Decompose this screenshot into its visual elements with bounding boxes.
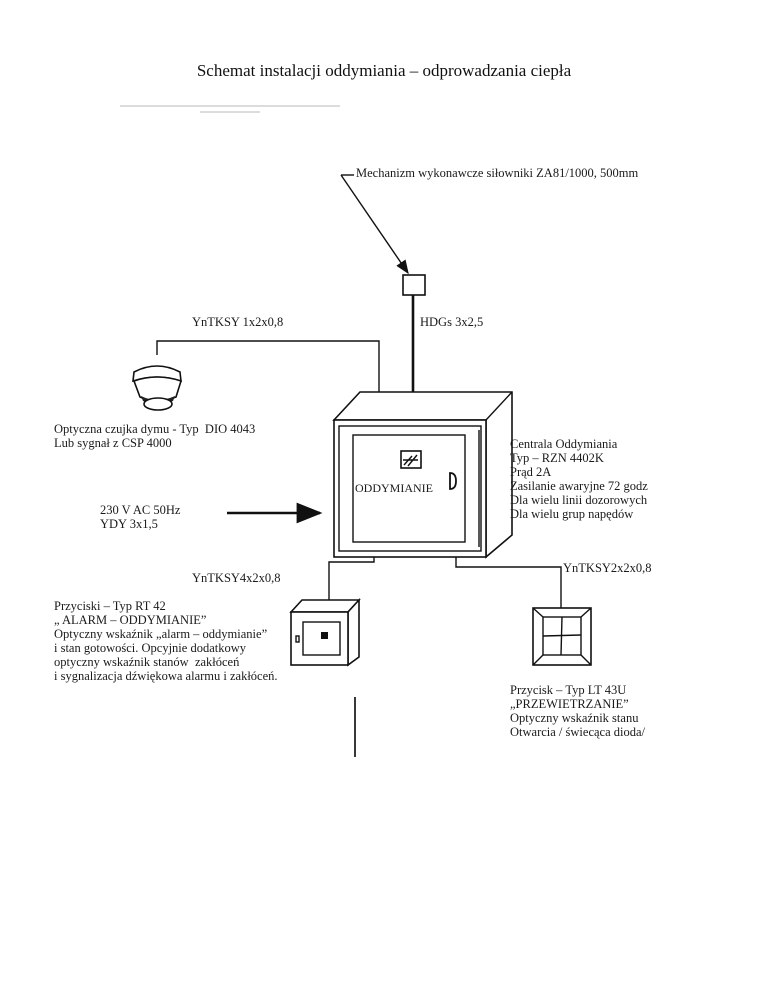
- alarm-button-line: Optyczny wskaźnik „alarm – oddymianie”: [54, 627, 268, 641]
- control-panel-line: Typ – RZN 4402K: [510, 451, 604, 465]
- door-handle-icon: [449, 472, 457, 490]
- smoke-detector-icon: [132, 365, 182, 411]
- alarm-button-cable-line: [328, 557, 375, 600]
- alarm-button-line: Przyciski – Typ RT 42: [54, 599, 166, 613]
- alarm-button-line: „ ALARM – ODDYMIANIE”: [54, 613, 207, 627]
- actuator-label: Mechanizm wykonawcze siłowniki ZA81/1000…: [356, 166, 639, 180]
- actuator-leader: [340, 174, 409, 275]
- actuator-cable-label: HDGs 3x2,5: [420, 315, 484, 329]
- alarm-button-line: i stan gotowości. Opcyjnie dodatkowy: [54, 641, 246, 655]
- vent-button-line: „PRZEWIETRZANIE”: [510, 697, 629, 711]
- actuator-icon: [402, 274, 426, 296]
- vent-button-line: Otwarcia / świecąca dioda/: [510, 725, 646, 739]
- vent-button-line: Optyczny wskaźnik stanu: [510, 711, 639, 725]
- control-panel-line: Prąd 2A: [510, 465, 552, 479]
- control-panel-line: Zasilanie awaryjne 72 godz: [510, 479, 648, 493]
- vent-button-line: Przycisk – Typ LT 43U: [510, 683, 627, 697]
- vent-button-cable-label: YnTKSY2x2x0,8: [563, 561, 652, 575]
- detector-cable-line: [156, 340, 380, 392]
- panel-front-label: ODDYMIANIE: [355, 481, 433, 495]
- control-panel-line: Centrala Oddymiania: [510, 437, 618, 451]
- scan-artifacts: [120, 105, 340, 113]
- alarm-button-line: i sygnalizacja dźwiękowa alarmu i zakłóc…: [54, 669, 278, 683]
- smoke-detector-line: Optyczna czujka dymu - Typ DIO 4043: [54, 422, 256, 436]
- manual-trigger-icon: [400, 450, 422, 469]
- diagram-title: Schemat instalacji oddymiania – odprowad…: [196, 61, 572, 80]
- vent-button-cable-line: [455, 557, 562, 608]
- power-line: YDY 3x1,5: [100, 517, 158, 531]
- smoke-detector-line: Lub sygnał z CSP 4000: [54, 436, 172, 450]
- alarm-button-line: optyczny wskaźnik stanów zakłóceń: [54, 655, 240, 669]
- alarm-button-icon: [289, 597, 361, 667]
- alarm-button-cable-label: YnTKSY4x2x0,8: [192, 571, 281, 585]
- control-panel-line: Dla wielu grup napędów: [510, 507, 634, 521]
- control-panel-line: Dla wielu linii dozorowych: [510, 493, 648, 507]
- power-line: 230 V AC 50Hz: [100, 503, 181, 517]
- control-panel-cabinet: [332, 391, 513, 559]
- detector-cable-label: YnTKSY 1x2x0,8: [192, 315, 284, 329]
- vent-button-icon: [532, 607, 592, 666]
